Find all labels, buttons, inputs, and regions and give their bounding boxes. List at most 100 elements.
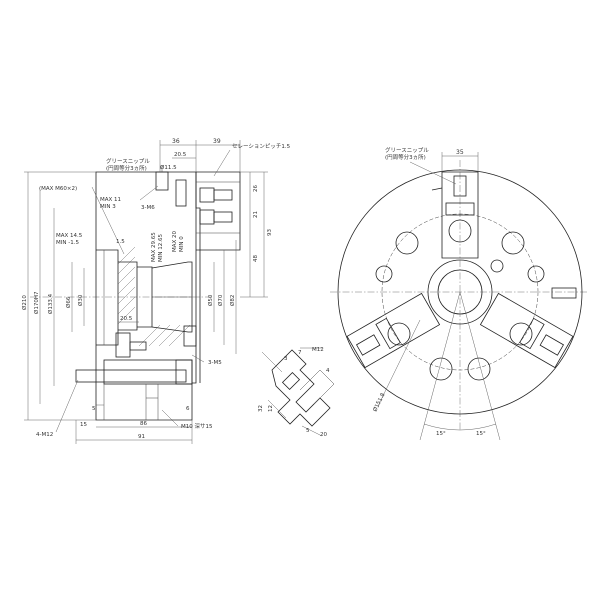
jaw-upper: [196, 171, 241, 251]
bolt-hole-small-r: [490, 259, 504, 273]
jaw-bolt-2: [199, 209, 215, 225]
front-label-d151-8: Ø151.8: [372, 391, 387, 413]
detail-dim-7: [261, 351, 283, 373]
detail-label-m12: M12: [312, 347, 324, 353]
jaw-detail-view: M12 7 3 4 32 12 5 20: [258, 347, 335, 438]
dim-d82: Ø82: [229, 295, 236, 306]
side-top-dims: [159, 140, 241, 172]
label-max14: MAX 14.5: [56, 233, 83, 239]
side-bottom-dims: [75, 321, 193, 444]
dim-93: 93: [267, 229, 273, 236]
bolt-holes: [375, 219, 545, 381]
detail-label-3: 3: [284, 356, 288, 362]
dim-86: 86: [140, 421, 147, 427]
angle-line-left: [419, 291, 461, 441]
dim-5: 5: [92, 406, 96, 412]
bolt-hole-tl: [395, 231, 419, 255]
dim-d70: Ø70: [217, 294, 224, 306]
label-m10: M10 深サ15: [181, 422, 213, 430]
central-bore-outer: [427, 259, 493, 325]
dim-15: 15: [80, 422, 87, 428]
side-grease-nipple: [155, 171, 169, 191]
jaw-top-key: [431, 187, 443, 191]
dim-21: 21: [253, 211, 259, 218]
label-grease-nipple-side: グリースニップル: [106, 157, 150, 165]
detail-dim-32: [267, 399, 287, 419]
dim-d170h7: Ø170H7: [33, 291, 40, 314]
label-min0: MIN 0: [179, 236, 185, 252]
side-leaders: [55, 149, 231, 433]
dim-39: 39: [213, 138, 221, 145]
jaw-top-nipple: [453, 175, 467, 197]
bolt-hole-r: [527, 265, 545, 283]
bolt-hole-l: [375, 265, 393, 283]
detail-bolt: [281, 371, 301, 391]
label-max11: MAX 11: [100, 197, 121, 203]
central-bore-inner: [437, 269, 483, 315]
bolt-hole-top: [448, 219, 472, 243]
piston-rod: [75, 369, 187, 383]
m5-screw-shaft: [129, 341, 147, 351]
m10-hole: [145, 384, 159, 420]
bolt-hole-lb: [387, 322, 411, 346]
jaw-bolt-1b: [213, 189, 233, 201]
rear-flange: [96, 249, 119, 346]
front-label-15-left: 15°: [436, 431, 446, 437]
dim-d50: Ø50: [207, 294, 214, 306]
label-max20: MAX 20: [172, 230, 178, 252]
front-dim-d151-8: [377, 319, 421, 407]
label-d11-5: Ø11.5: [160, 164, 177, 171]
dim-d210: Ø210: [21, 295, 28, 310]
detail-label-20: 20: [320, 432, 327, 438]
bore-step: [118, 261, 138, 331]
jaw-slot-top: [441, 171, 479, 259]
label-max2965: MAX 29.65: [151, 232, 157, 262]
dim-48: 48: [253, 255, 259, 262]
detail-dim-20: [301, 425, 323, 437]
detail-label-32: 32: [258, 405, 264, 412]
dim-d133-4: Ø133.4: [47, 293, 54, 314]
dim-6: 6: [186, 406, 190, 412]
detail-label-12: 12: [268, 405, 274, 412]
chuck-outer-circle: [337, 169, 583, 415]
angle-arc: [423, 423, 497, 431]
dim-91: 91: [138, 434, 145, 440]
jaw-bolt-2b: [213, 211, 233, 223]
detail-serration: [299, 369, 335, 405]
label-1-5: 1.5: [116, 239, 125, 245]
jaw-top-bolt: [445, 202, 475, 216]
detail-jaw-outline: [271, 349, 331, 427]
label-min1265: MIN 12.65: [158, 234, 164, 262]
label-3-m5: 3-M5: [208, 360, 222, 366]
bolt-hole-tr: [501, 231, 525, 255]
side-left-dims: [24, 171, 96, 421]
bolt-hole-bl: [429, 357, 453, 381]
dim-d30: Ø30: [77, 294, 84, 306]
m6-screw: [175, 179, 187, 207]
dim-d66: Ø66: [65, 296, 72, 308]
label-min15: MIN -1.5: [56, 240, 79, 246]
label-3-m6: 3-M6: [141, 205, 155, 211]
front-label-15-right: 15°: [476, 431, 486, 437]
side-right-dims: [213, 171, 268, 354]
dim-20-5-top: 20.5: [174, 152, 187, 158]
bolt-hole-rb: [509, 322, 533, 346]
body-front-step: [195, 172, 201, 383]
m5-screw-right: [183, 325, 197, 347]
jaw-bolt-1: [199, 187, 215, 203]
jaw-slot-lower-left: [346, 292, 441, 369]
label-4-m12: 4-M12: [36, 432, 53, 438]
label-min3: MIN 3: [100, 204, 116, 210]
piston-bottom: [103, 359, 193, 385]
front-view: 35 グリースニップル (円周等分3ヵ所) Ø151.8 15° 15°: [330, 146, 588, 441]
side-section-view: (MAX M60×2) MAX 11 MIN 3 MAX 14.5 MIN -1…: [21, 138, 291, 444]
detail-label-4: 4: [326, 368, 330, 374]
label-serration: セレーションピッチ1.5: [232, 143, 291, 150]
jaw-slot-lower-right: [479, 292, 574, 369]
dim-26: 26: [253, 185, 259, 192]
front-label-grease-nipple-sub: (円周等分3ヵ所): [385, 153, 426, 161]
front-nipple-leader: [409, 161, 457, 185]
bolt-pcd-circle: [381, 213, 539, 371]
detail-label-5: 5: [306, 428, 310, 434]
